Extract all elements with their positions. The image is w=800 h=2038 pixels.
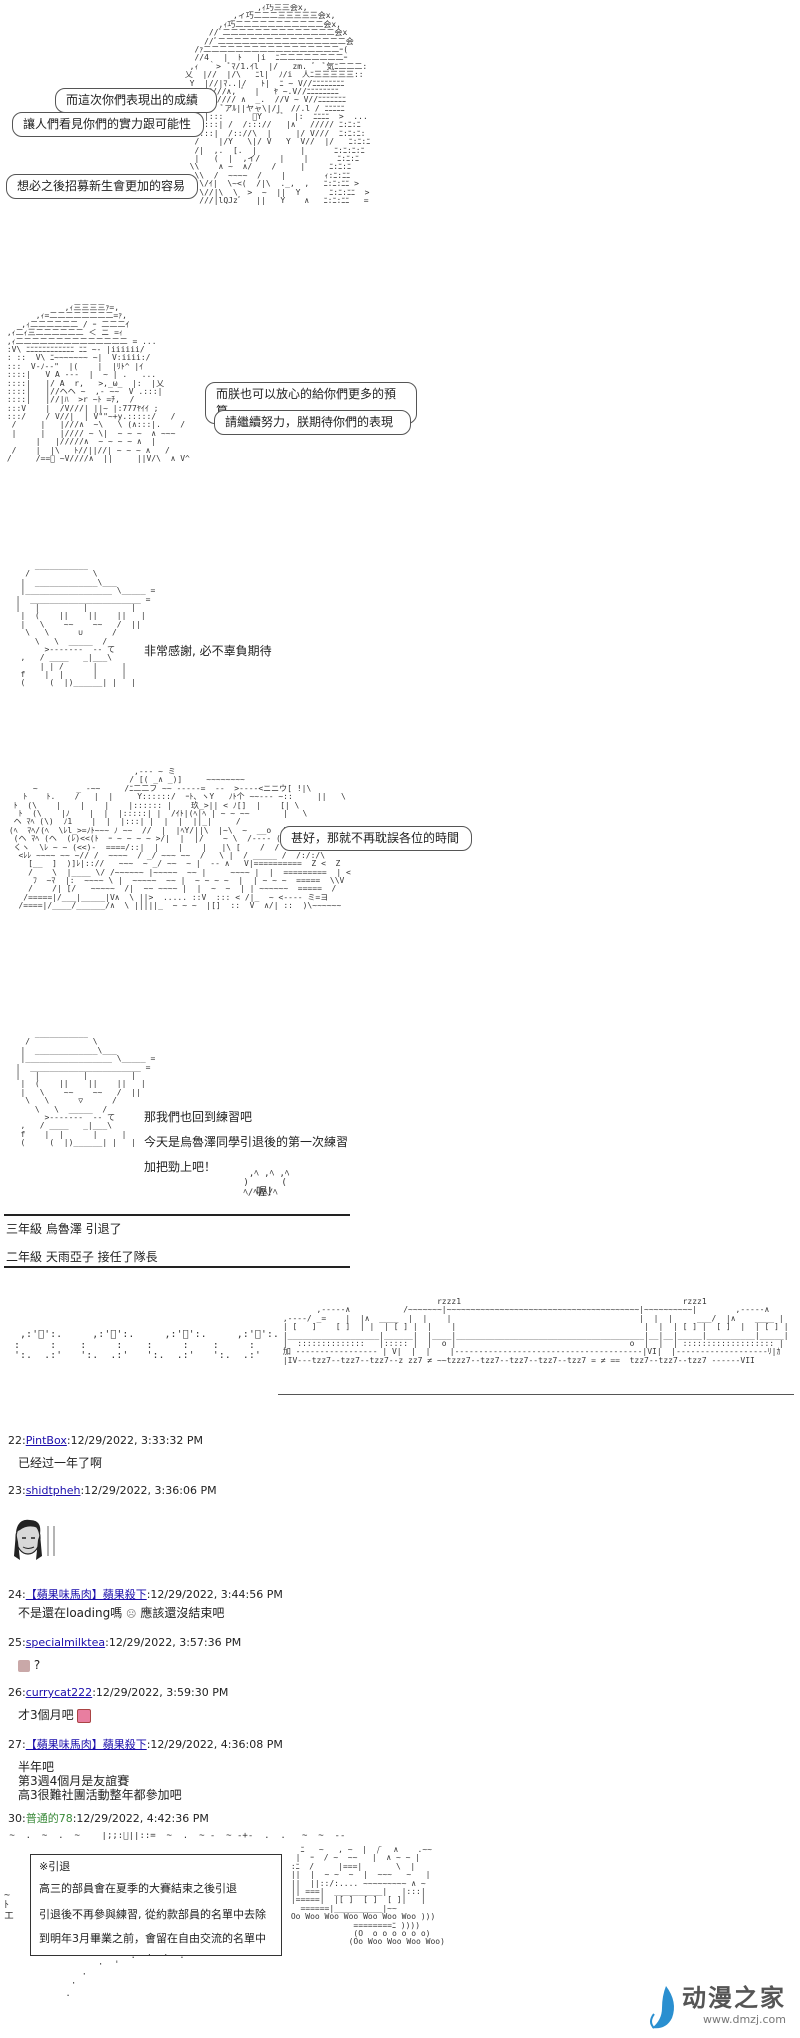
caption-1: 三年級 烏魯澤 引退了 (6, 1222, 122, 1236)
ascii-art-scene-top: ~ . ~ . ~ |;;:ﾞ||::= ~ . ~ - ~ -+- . . ~… (4, 1832, 346, 1841)
ascii-art-dotted-arc: . · · . · ' · · . (65, 1952, 185, 1999)
loading-face-emoji-icon: ☹ (126, 1609, 137, 1620)
notice-line-2: 引退後不再參與練習, 從約款部員的名單中去除 (39, 1908, 266, 1921)
notice-box: ※引退 高三的部員會在夏季的大賽結束之後引退 引退後不再參與練習, 從約款部員的… (30, 1854, 282, 1956)
post-27-body-line-3: 高3很難社團活動整年都參加吧 (18, 1788, 182, 1802)
post-22-meta: 22:PintBox:12/29/2022, 3:33:32 PM (8, 1434, 204, 1447)
post-30-meta: 30:普通的78:12/29/2022, 4:42:36 PM (8, 1812, 209, 1825)
notice-line-1: 高三的部員會在夏季的大賽結束之後引退 (39, 1882, 237, 1895)
face-emoji-icon (18, 1659, 30, 1672)
watermark-title: 动漫之家 (682, 1984, 786, 2012)
shout-text: 喔！ (256, 1185, 278, 1198)
post-27-author-link[interactable]: 【蘋果味馬肉】蘋果殺下 (25, 1738, 147, 1751)
shout-burst: ,ﾍ ,ﾍ ,ﾍ ) ( ﾍ/ﾍ/ﾍ/ﾍ (243, 1170, 290, 1198)
post-22-body: 已经过一年了啊 (18, 1456, 103, 1470)
ascii-art-crowd: ,--- ~ ミ / [( _∧ _)] ~~~~~~~~ ~ _ -~~ /ﾆ… (8, 768, 351, 911)
caption-rule-2 (4, 1266, 350, 1268)
post-23-sticker-image (8, 1516, 62, 1566)
post-24-body: 不是還在loading嗎 ☹ 應該還沒結束吧 (18, 1606, 225, 1620)
cake-emoji-icon (77, 1708, 92, 1723)
ascii-art-train: rzzz1 rzzz1 ,-----∧ /~~~~~~~|~~~~~~~~~~~… (282, 1298, 789, 1365)
post-26-author-link[interactable]: currycat222 (25, 1686, 93, 1699)
notice-line-3: 到明年3月畢業之前，會留在自由交流的名單中 (39, 1932, 266, 1945)
panel5-line-3: 加把勁上吧！ (144, 1160, 217, 1174)
notice-title: ※引退 (39, 1860, 71, 1873)
post-24-meta: 24:【蘋果味馬肉】蘋果殺下:12/29/2022, 3:44:56 PM (8, 1588, 283, 1601)
post-23-meta: 23:shidtpheh:12/29/2022, 3:36:06 PM (8, 1484, 217, 1497)
speech-bubble-3: 想必之後招募新生會更加的容易 (6, 174, 198, 199)
ascii-art-figure-1: ,ｨ巧三三会x, ,ィ巧二二二三三三三三会x, ,ｨ巧二二二二二二二二二二二会x… (184, 4, 371, 205)
post-25-body: ? (18, 1658, 40, 1673)
caption-2: 二年級 天雨亞子 接任了隊長 (6, 1250, 158, 1264)
panel5-line-1: 那我們也回到練習吧 (144, 1110, 253, 1124)
watermark: 动漫之家 www.dmzj.com (682, 1978, 786, 2026)
speech-bubble-6: 甚好，那就不再耽誤各位的時間 (280, 826, 472, 851)
ascii-art-dotted-circles: ,:'ﾞ':. ,:'ﾞ':. ,:'ﾞ':. ,:'ﾞ':. : : : : … (14, 1330, 278, 1361)
post-27-meta: 27:【蘋果味馬肉】蘋果殺下:12/29/2022, 4:36:08 PM (8, 1738, 283, 1751)
ascii-art-buildings: ﾆ ~ , ~ | /ﾞ ∧ .~~ | ｰ / ~ ~~ | ∧ ~ ~ | … (290, 1846, 445, 1947)
ascii-art-figure-3: ___________ / \ | _____________\___ |___… (15, 562, 156, 688)
caption-rule-1 (4, 1214, 350, 1216)
post-22-author-link[interactable]: PintBox (25, 1434, 67, 1447)
speech-bubble-2: 讓人們看見你們的實力跟可能性 (12, 112, 204, 137)
dmzj-logo-icon (650, 1986, 674, 2029)
watermark-url: www.dmzj.com (703, 2013, 786, 2026)
post-25-author-link[interactable]: specialmilktea (25, 1636, 106, 1649)
ascii-art-figure-5: ___________ / \ | _____________\___ |___… (15, 1030, 156, 1148)
post-27-body-line-1: 半年吧 (18, 1760, 55, 1774)
post-30-author-link[interactable]: 普通的78 (25, 1812, 73, 1825)
panel5-line-2: 今天是烏魯澤同學引退後的第一次練習 (144, 1135, 349, 1149)
post-26-meta: 26:currycat222:12/29/2022, 3:59:30 PM (8, 1686, 229, 1699)
speech-bubble-1: 而這次你們表現出的成績 (55, 88, 217, 113)
post-24-author-link[interactable]: 【蘋果味馬肉】蘋果殺下 (25, 1588, 147, 1601)
speech-bubble-5: 請繼續努力，朕期待你們的表現 (214, 410, 411, 435)
post-27-body-line-2: 第3週4個月是友誼賽 (18, 1774, 130, 1788)
train-ground-line (278, 1394, 794, 1395)
panel3-text: 非常感謝, 必不辜負期待 (144, 644, 272, 658)
ascii-art-left-figure: ~ ﾄ エ (4, 1889, 14, 1922)
ascii-art-figure-2: ,ｨ三三三三ｧ=, ,ｨ=二二二二二二二二=ｧ, ,ｨ二二二二二二 / ｰ 二二… (6, 304, 190, 464)
post-26-body: 才3個月吧 (18, 1708, 92, 1723)
post-23-author-link[interactable]: shidtpheh (25, 1484, 81, 1497)
post-25-meta: 25:specialmilktea:12/29/2022, 3:57:36 PM (8, 1636, 242, 1649)
